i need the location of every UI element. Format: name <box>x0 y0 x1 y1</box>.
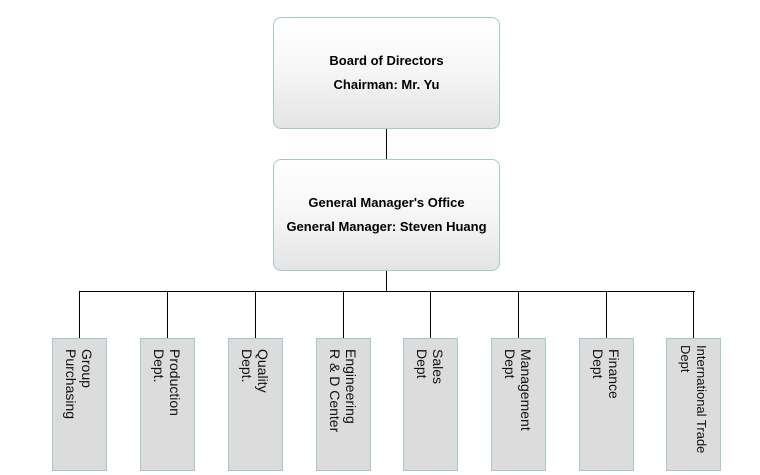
department-label-line1: Engineering <box>343 349 360 424</box>
connector-drop-3 <box>255 291 256 338</box>
department-label-line1: Production <box>167 349 184 416</box>
board-of-directors-box: Board of Directors Chairman: Mr. Yu <box>273 17 500 129</box>
connector-drop-4 <box>343 291 344 338</box>
department-label-line1: International Trade <box>694 345 710 454</box>
department-label-line2: Dept <box>414 349 431 379</box>
department-label-line2: R & D Center <box>327 349 344 433</box>
connector-drop-7 <box>606 291 607 338</box>
department-label-line1: Sales <box>430 349 447 385</box>
board-chairman: Chairman: Mr. Yu <box>333 77 440 92</box>
connector-horizontal-bus <box>79 291 695 292</box>
department-label-line2: Dept <box>678 345 694 373</box>
connector-board-to-gm <box>386 129 387 159</box>
general-manager-office-box: General Manager's Office General Manager… <box>273 159 500 271</box>
connector-drop-5 <box>430 291 431 338</box>
connector-drop-2 <box>167 291 168 338</box>
department-label-line1: Group <box>79 349 96 388</box>
department-label-line1: Quality <box>255 349 272 393</box>
department-label-line2: Dept <box>590 349 607 379</box>
department-label-line2: Dept. <box>239 349 256 383</box>
connector-gm-to-bus <box>386 271 387 291</box>
department-label-line2: Purchasing <box>63 349 80 420</box>
gm-office-title: General Manager's Office <box>308 195 465 210</box>
connector-drop-6 <box>518 291 519 338</box>
gm-name: General Manager: Steven Huang <box>286 219 487 234</box>
department-label-line2: Dept. <box>151 349 168 383</box>
connector-drop-8 <box>693 291 694 338</box>
department-label-line2: Dept <box>502 349 519 379</box>
connector-drop-1 <box>79 291 80 338</box>
department-label-line1: Finance <box>606 349 623 399</box>
department-label-line1: Management <box>518 349 535 431</box>
board-title: Board of Directors <box>329 53 444 68</box>
